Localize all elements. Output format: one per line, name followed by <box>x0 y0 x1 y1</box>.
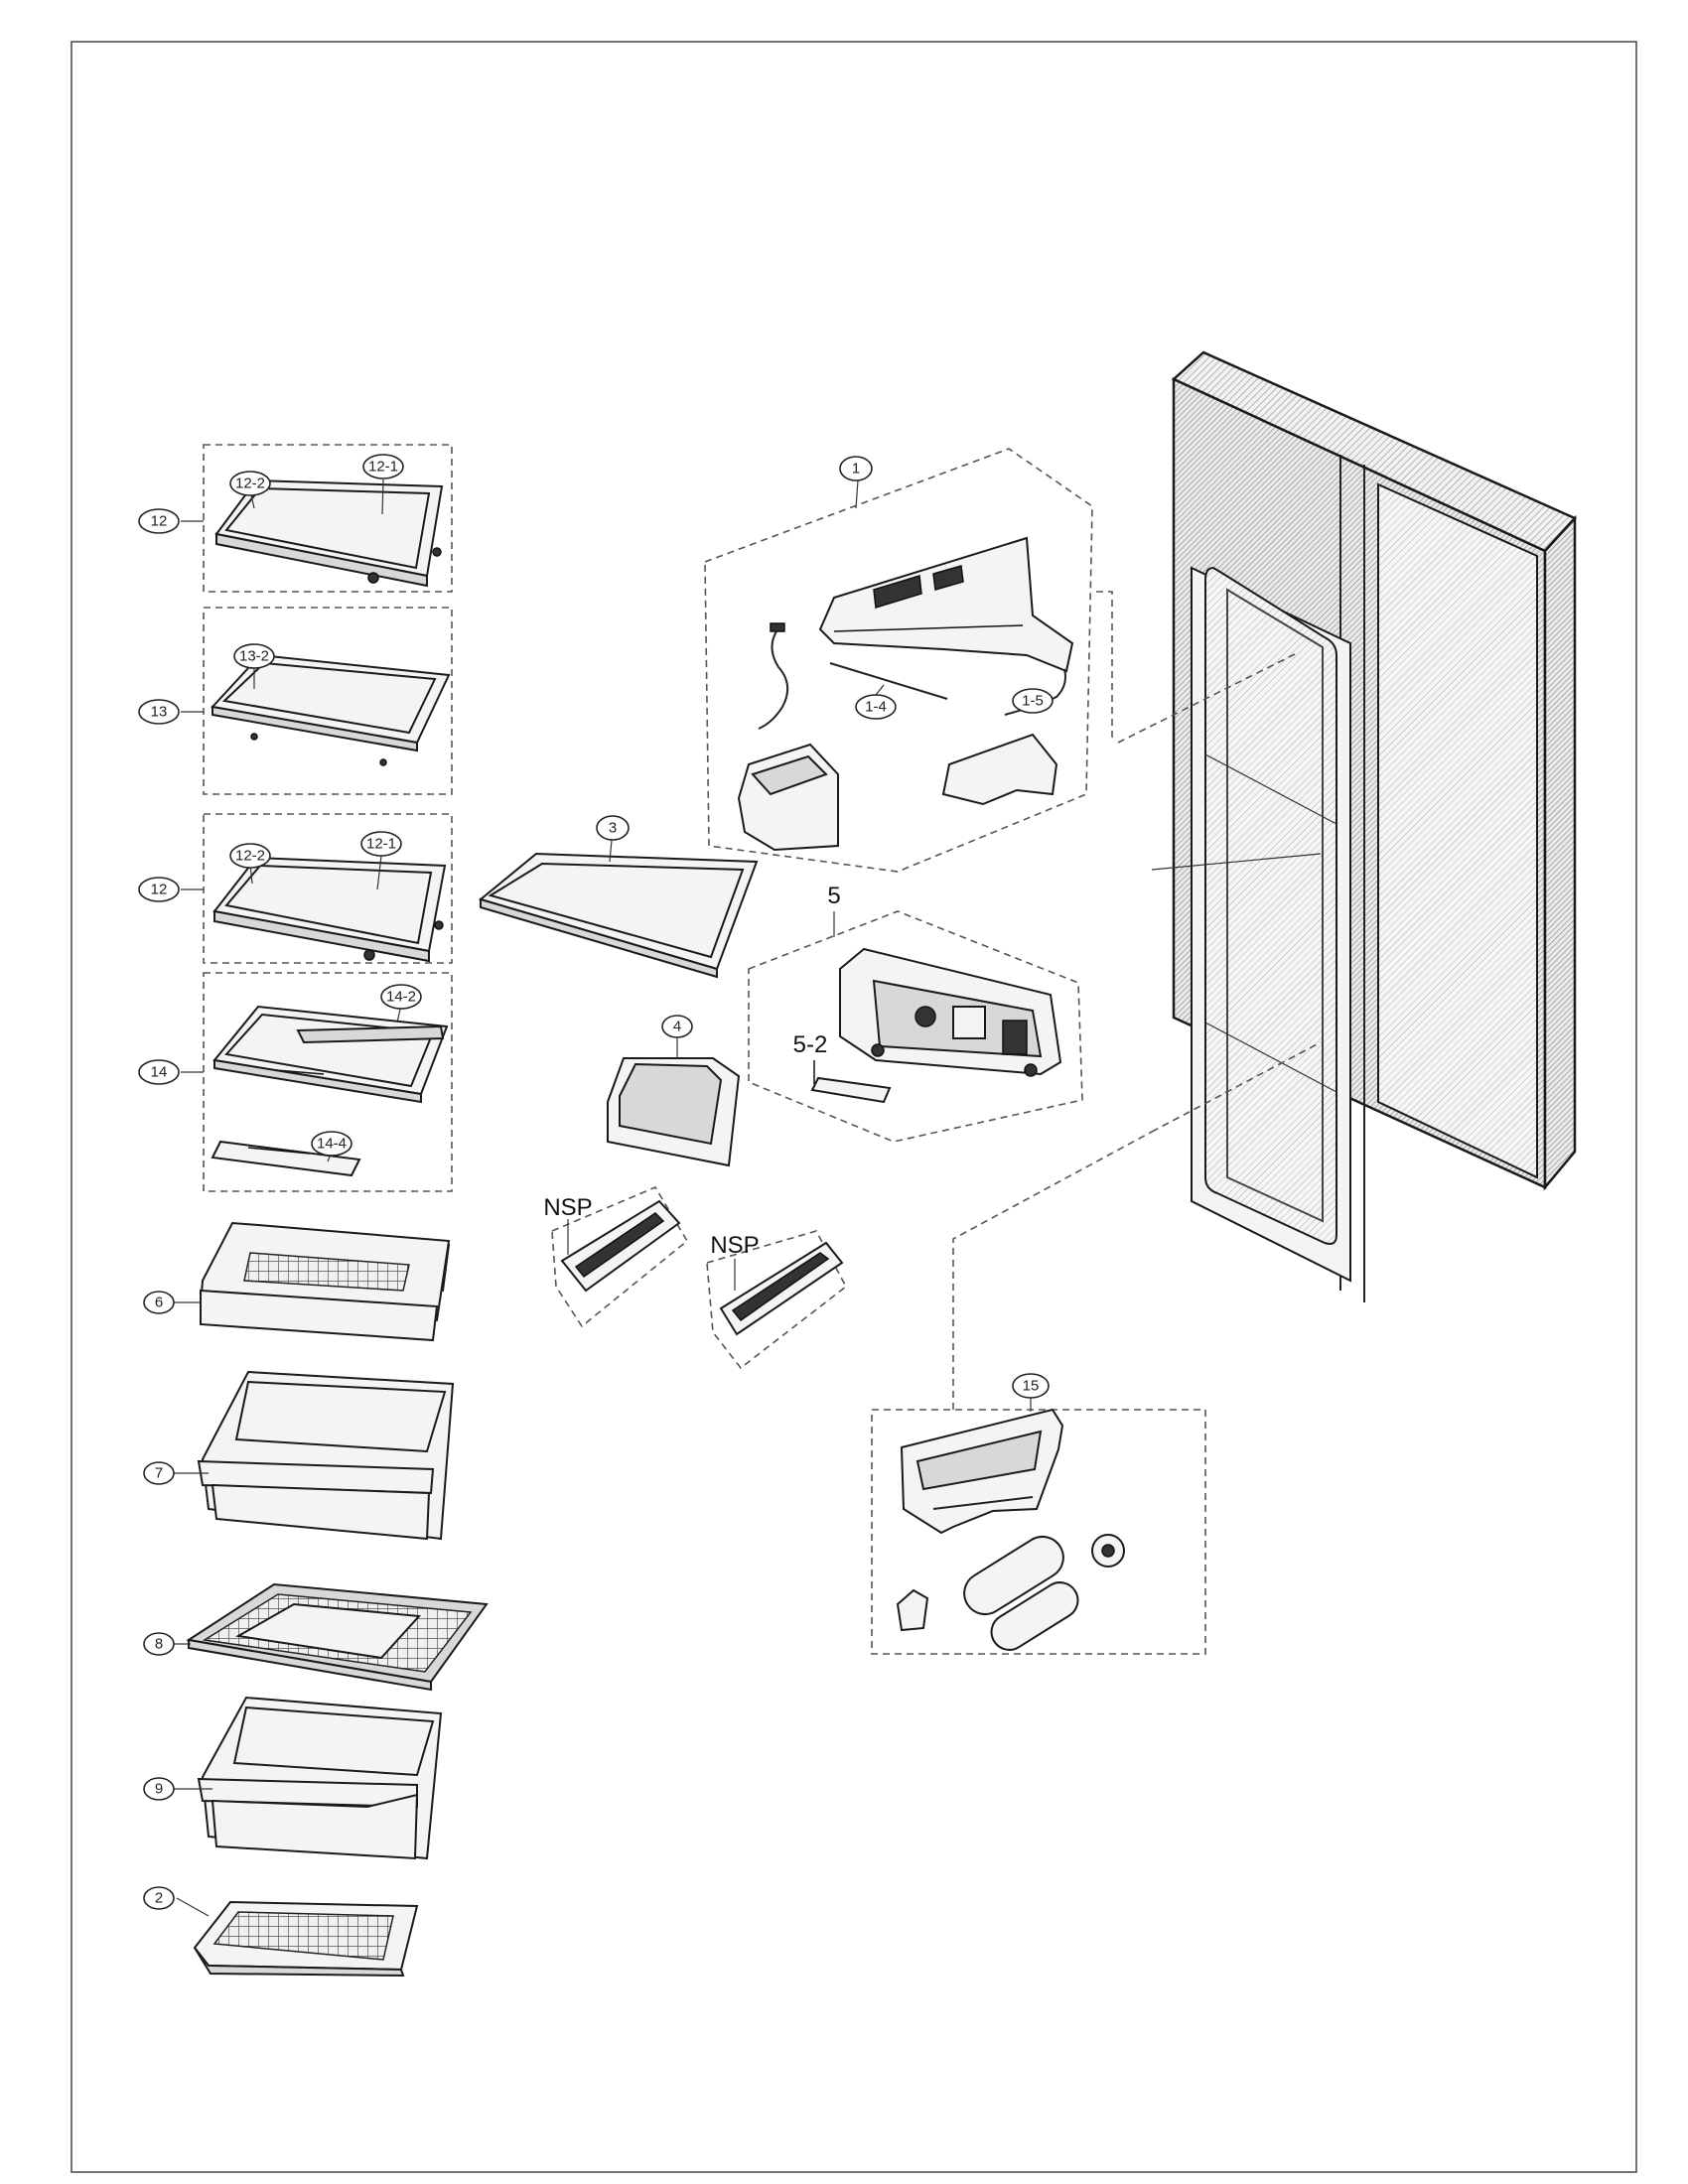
callout-12-top: 12 <box>138 508 180 534</box>
leader-assembly-15 <box>952 1131 1153 1410</box>
callout-12-top-label: 12 <box>151 513 168 530</box>
callout-12-2-top: 12-2 <box>229 471 271 496</box>
callout-8: 8 <box>143 1632 175 1656</box>
callout-14-2-label: 14-2 <box>386 989 416 1006</box>
callout-14-label: 14 <box>151 1064 168 1081</box>
callout-1-5: 1-5 <box>1012 688 1054 714</box>
callout-12-bottom-label: 12 <box>151 882 168 898</box>
callout-6: 6 <box>143 1291 175 1314</box>
callout-2-label: 2 <box>155 1890 163 1907</box>
callout-8-label: 8 <box>155 1636 163 1653</box>
callout-15-label: 15 <box>1023 1378 1040 1395</box>
callout-14-2: 14-2 <box>380 984 422 1010</box>
callout-12-2-top-label: 12-2 <box>235 476 265 492</box>
callout-3-label: 3 <box>609 820 617 837</box>
cover-part-3 <box>478 839 759 979</box>
callout-1-label: 1 <box>852 461 860 478</box>
callout-13-label: 13 <box>151 704 168 721</box>
callout-5-label: 5 <box>827 883 840 909</box>
dispenser-assembly-5 <box>748 910 1083 1143</box>
callout-2: 2 <box>143 1886 175 1910</box>
callout-1-4: 1-4 <box>855 694 897 720</box>
callout-1-4-label: 1-4 <box>865 699 887 716</box>
drawer-6 <box>171 1221 451 1342</box>
callout-6-label: 6 <box>155 1295 163 1311</box>
callout-15: 15 <box>1012 1373 1050 1399</box>
callout-12-1-bottom: 12-1 <box>360 831 402 857</box>
nsp-part-group-1 <box>551 1185 689 1328</box>
shelf-assembly-12-top <box>181 444 453 593</box>
callout-12-bottom: 12 <box>138 877 180 902</box>
callout-13-2: 13-2 <box>233 643 275 669</box>
drawer-7 <box>171 1370 455 1541</box>
callout-4-label: 4 <box>673 1019 681 1035</box>
bin-part-4 <box>607 1036 741 1167</box>
refrigerator-cabinet <box>1117 350 1578 1302</box>
callout-14-4-label: 14-4 <box>317 1136 347 1153</box>
filter-assembly-15 <box>871 1398 1206 1655</box>
callout-14-4: 14-4 <box>311 1131 352 1157</box>
shelf-assembly-14 <box>181 972 453 1192</box>
callout-1-5-label: 1-5 <box>1022 693 1044 710</box>
crisper-cover-8 <box>171 1582 489 1692</box>
callout-7-label: 7 <box>155 1465 163 1482</box>
callout-3: 3 <box>596 815 630 841</box>
callout-5-2-label: 5-2 <box>793 1031 828 1058</box>
nsp-label-2: NSP <box>710 1232 759 1259</box>
leader-assembly-1 <box>1096 591 1115 740</box>
callout-13: 13 <box>138 699 180 725</box>
callout-13-2-label: 13-2 <box>239 648 269 665</box>
nsp-label-1: NSP <box>543 1194 592 1221</box>
tray-2 <box>176 1897 419 1978</box>
callout-12-1-bottom-label: 12-1 <box>366 836 396 853</box>
callout-12-2-bottom-label: 12-2 <box>235 848 265 865</box>
shelf-assembly-13 <box>181 607 453 795</box>
nsp-part-group-2 <box>706 1230 848 1370</box>
callout-4: 4 <box>661 1015 693 1038</box>
control-assembly-1 <box>704 448 1093 873</box>
page-frame <box>70 41 1637 2173</box>
callout-9: 9 <box>143 1777 175 1801</box>
shelf-assembly-12-bottom <box>181 813 453 964</box>
callout-7: 7 <box>143 1461 175 1485</box>
drawer-9 <box>171 1696 443 1860</box>
callout-12-1-top: 12-1 <box>362 454 404 479</box>
callout-12-1-top-label: 12-1 <box>368 459 398 476</box>
callout-1: 1 <box>839 456 873 481</box>
callout-9-label: 9 <box>155 1781 163 1798</box>
callout-14: 14 <box>138 1059 180 1085</box>
callout-12-2-bottom: 12-2 <box>229 843 271 869</box>
